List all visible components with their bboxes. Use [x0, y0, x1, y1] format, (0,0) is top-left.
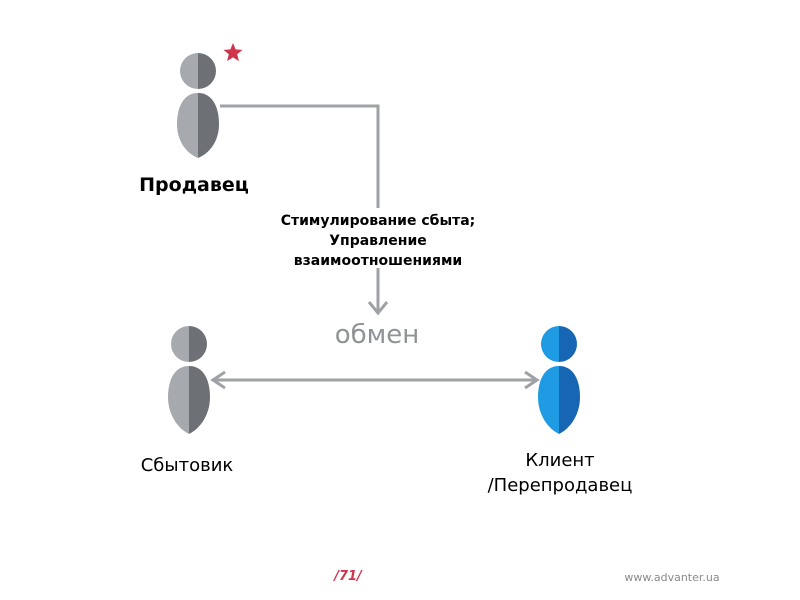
- client-label-line-1: Клиент: [525, 450, 595, 471]
- client-label-line-2: /Перепродавец: [487, 475, 633, 496]
- arrowhead-down-icon: [367, 301, 389, 316]
- process-label-line-1: Стимулирование сбыта;: [280, 213, 476, 229]
- arrowhead-left-icon: [210, 370, 226, 390]
- star-icon: [223, 43, 243, 62]
- arrowhead-right-icon: [524, 370, 540, 390]
- exchange-label: обмен: [334, 320, 420, 350]
- exchange-connector: [210, 370, 540, 390]
- process-label: Стимулирование сбыта; Управление взаимоо…: [240, 211, 516, 271]
- seller-to-exchange-connector: [220, 104, 389, 316]
- consumer-label: Сбытовик: [140, 455, 234, 476]
- process-label-line-3: взаимоотношениями: [293, 253, 463, 269]
- page-number: /71/: [334, 569, 362, 584]
- client-person-icon: [538, 326, 580, 434]
- process-label-line-2: Управление: [329, 233, 427, 249]
- seller-person-icon: [177, 53, 219, 158]
- site-url: www.advanter.ua: [624, 571, 720, 584]
- consumer-person-icon: [168, 326, 210, 434]
- seller-label: Продавец: [139, 174, 249, 196]
- client-label: Клиент /Перепродавец: [462, 448, 658, 498]
